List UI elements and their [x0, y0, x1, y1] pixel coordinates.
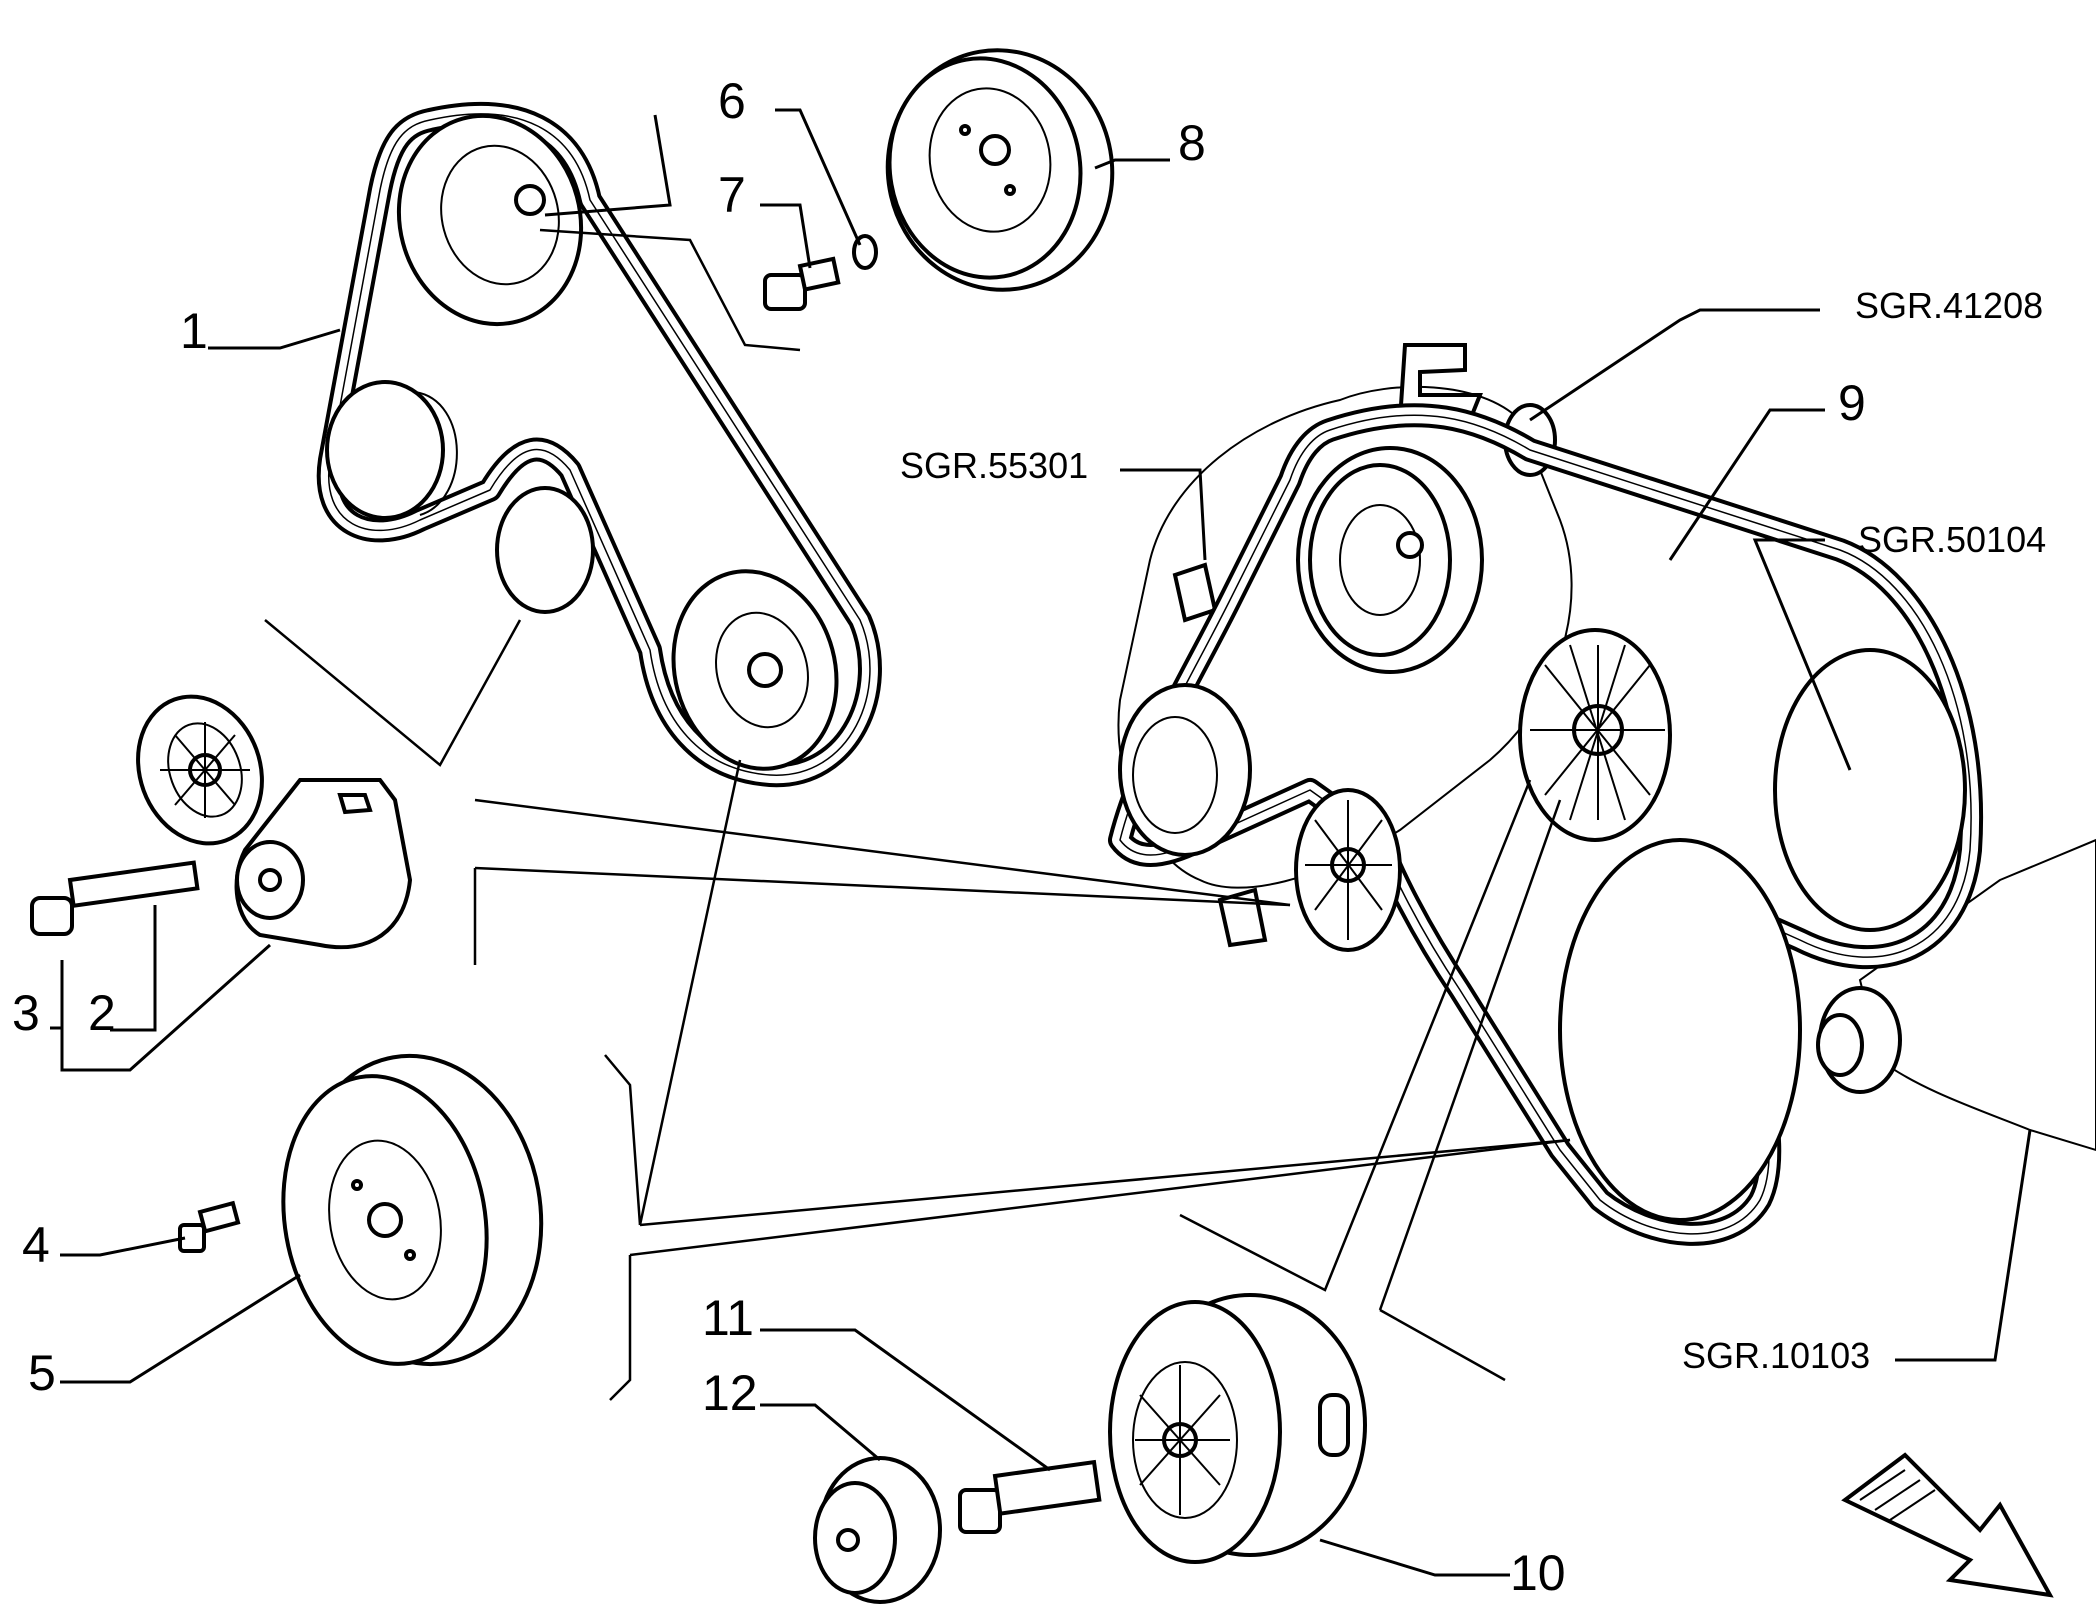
label-part-1: 1 — [180, 303, 208, 359]
label-part-11: 11 — [702, 1290, 754, 1346]
alternator-pulley — [1296, 446, 1484, 674]
belt-1-lower-pulley — [671, 569, 839, 771]
projection-lines — [264, 619, 1571, 1401]
label-part-7: 7 — [718, 167, 746, 223]
bolt-4 — [178, 1200, 241, 1253]
idler-pulley-spoked-upper — [1518, 628, 1672, 842]
crankshaft-sgr-10103 — [1816, 838, 2096, 1152]
pulley-5 — [281, 1053, 544, 1367]
ref-sgr-55301: SGR.55301 — [900, 445, 1088, 486]
belt-1-left-roller — [325, 380, 458, 520]
pulley-sgr-50104 — [1773, 648, 1967, 932]
direction-arrow-icon — [1841, 1452, 2054, 1598]
ref-sgr-10103: SGR.10103 — [1682, 1335, 1870, 1376]
belt-1 — [316, 101, 882, 788]
leader-lines — [50, 108, 2032, 1577]
label-part-5: 5 — [28, 1345, 56, 1401]
label-part-2: 2 — [88, 985, 116, 1041]
tensioner-3 — [136, 694, 413, 950]
ref-sgr-41208: SGR.41208 — [1855, 285, 2043, 326]
belt-1-middle-roller — [495, 486, 595, 614]
pulley-8 — [885, 48, 1115, 292]
label-part-12: 12 — [702, 1365, 758, 1421]
belt-1-upper-pulley — [396, 113, 584, 327]
bolt-2 — [30, 860, 200, 936]
section-mark-top — [544, 114, 672, 217]
section-mark-line — [539, 228, 801, 352]
label-part-3: 3 — [12, 985, 40, 1041]
idler-10 — [1108, 1293, 1367, 1564]
bolt-7 — [763, 256, 841, 311]
crank-pulley — [1558, 838, 1802, 1222]
ref-sgr-50104: SGR.50104 — [1858, 519, 2046, 560]
cap-12 — [813, 1456, 942, 1604]
idler-pulley-spoked-lower — [1294, 788, 1402, 952]
bolt-11 — [958, 1459, 1102, 1534]
label-part-10: 10 — [1510, 1545, 1566, 1601]
label-part-9: 9 — [1838, 375, 1866, 431]
water-pump-pulley — [1118, 683, 1252, 857]
label-part-6: 6 — [718, 73, 746, 129]
label-part-8: 8 — [1178, 115, 1206, 171]
label-part-4: 4 — [22, 1217, 50, 1273]
